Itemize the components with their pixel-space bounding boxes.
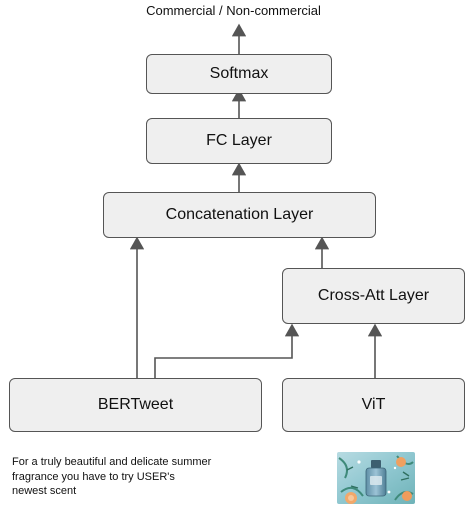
perfume-bottle-icon — [337, 452, 415, 504]
cross-att-layer-label: Cross-Att Layer — [317, 287, 430, 304]
concatenation-layer-label: Concatenation Layer — [165, 206, 314, 223]
cross-att-layer-node: Cross-Att Layer — [282, 268, 465, 324]
vit-node: ViT — [282, 378, 465, 432]
arrow-bertweet-to-crossatt — [154, 323, 300, 378]
bertweet-label: BERTweet — [97, 396, 174, 413]
tweet-text-input: For a truly beautiful and delicate summe… — [12, 456, 212, 497]
fc-layer-node: FC Layer — [146, 118, 332, 164]
fc-layer-label: FC Layer — [206, 132, 272, 149]
softmax-label: Softmax — [209, 65, 269, 82]
vit-label: ViT — [361, 396, 386, 413]
concatenation-layer-node: Concatenation Layer — [103, 192, 376, 238]
perfume-image-input — [337, 452, 415, 504]
softmax-node: Softmax — [146, 54, 332, 94]
output-label: Commercial / Non-commercial — [146, 3, 321, 18]
bertweet-node: BERTweet — [9, 378, 262, 432]
